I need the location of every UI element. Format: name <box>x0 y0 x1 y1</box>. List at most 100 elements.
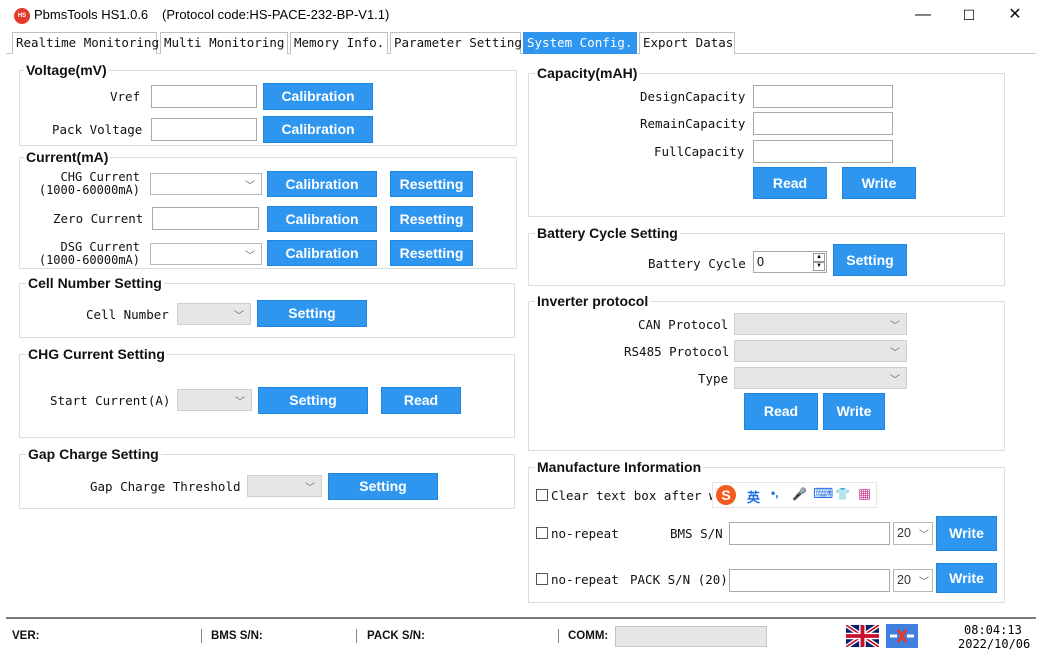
tab-memory-info[interactable]: Memory Info. <box>290 32 388 54</box>
dsg-current-label-line1: DSG Current <box>60 240 140 254</box>
bms-sn-write-button[interactable]: Write <box>936 516 997 551</box>
bms-sn-length-combo[interactable]: 20 ﹀ <box>893 522 933 545</box>
battery-cycle-label: Battery Cycle <box>648 256 746 271</box>
clear-textbox-label: Clear text box after wr <box>551 488 725 503</box>
bms-sn-length-value: 20 <box>897 526 911 540</box>
start-current-setting-button[interactable]: Setting <box>258 387 368 414</box>
capacity-read-button[interactable]: Read <box>753 167 827 199</box>
status-bms-sn: BMS S/N: <box>211 630 263 642</box>
tab-parameter-setting[interactable]: Parameter Setting <box>390 32 522 54</box>
pack-voltage-label: Pack Voltage <box>52 122 143 137</box>
pack-voltage-calibration-button[interactable]: Calibration <box>263 116 373 143</box>
minimize-button[interactable]: — <box>915 6 931 23</box>
status-time: 08:04:13 <box>964 623 1022 637</box>
start-current-combo[interactable]: ﹀ <box>177 389 252 411</box>
status-ver: VER: <box>12 630 40 642</box>
uk-flag-icon[interactable] <box>846 625 879 647</box>
bms-sn-input[interactable] <box>729 522 890 545</box>
chg-current-label-line2: (1000-60000mA) <box>38 183 140 197</box>
pack-sn-write-button[interactable]: Write <box>936 563 997 593</box>
app-logo-icon: HS <box>14 8 30 24</box>
tab-multi-monitoring[interactable]: Multi Monitoring <box>160 32 288 54</box>
zero-resetting-button[interactable]: Resetting <box>390 206 473 232</box>
close-button[interactable]: ✕ <box>1008 6 1022 23</box>
disconnect-icon[interactable] <box>886 624 918 648</box>
ime-punctuation-icon[interactable]: •, <box>771 486 779 500</box>
maximize-button[interactable]: ☐ <box>962 7 976 23</box>
apps-icon[interactable]: ▦ <box>858 486 872 502</box>
voltage-title: Voltage(mV) <box>24 62 109 78</box>
skin-icon[interactable]: 👕 <box>835 487 850 501</box>
dsg-current-label-line2: (1000-60000mA) <box>38 253 140 267</box>
cell-number-setting-button[interactable]: Setting <box>257 300 367 327</box>
start-current-read-button[interactable]: Read <box>381 387 461 414</box>
ime-toolbar[interactable]: S 英 •, 🎤 ⌨ 👕 ▦ <box>712 482 877 508</box>
full-capacity-label: FullCapacity <box>654 144 745 159</box>
no-repeat-bms-checkbox[interactable] <box>536 527 548 539</box>
pack-voltage-input[interactable] <box>151 118 257 141</box>
vref-input[interactable] <box>151 85 257 108</box>
chg-resetting-button[interactable]: Resetting <box>390 171 473 197</box>
chevron-down-icon: ﹀ <box>235 397 245 408</box>
pack-sn-input[interactable] <box>729 569 890 592</box>
design-capacity-input[interactable] <box>753 85 893 108</box>
chevron-down-icon: ﹀ <box>890 348 900 359</box>
spin-down-icon[interactable]: ▼ <box>813 262 825 271</box>
microphone-icon[interactable]: 🎤 <box>792 487 807 501</box>
battery-cycle-title: Battery Cycle Setting <box>535 225 680 241</box>
gap-charge-label: Gap Charge Threshold <box>90 479 241 494</box>
remain-capacity-input[interactable] <box>753 112 893 135</box>
chg-current-combo[interactable]: ﹀ <box>150 173 262 195</box>
no-repeat-pack-label: no-repeat <box>551 572 619 587</box>
no-repeat-bms-label: no-repeat <box>551 526 619 541</box>
type-combo[interactable]: ﹀ <box>734 367 907 389</box>
manufacture-title: Manufacture Information <box>535 459 704 475</box>
dsg-current-combo[interactable]: ﹀ <box>150 243 262 265</box>
current-title: Current(mA) <box>24 149 111 165</box>
battery-cycle-value: 0 <box>757 255 764 269</box>
spin-up-icon[interactable]: ▲ <box>813 253 825 262</box>
status-separator <box>558 629 559 643</box>
design-capacity-label: DesignCapacity <box>640 89 746 104</box>
pack-sn-length-combo[interactable]: 20 ﹀ <box>893 569 933 592</box>
status-comm: COMM: <box>568 630 609 642</box>
chevron-down-icon: ﹀ <box>890 321 900 332</box>
status-bar <box>6 617 1036 657</box>
inverter-read-button[interactable]: Read <box>744 393 818 430</box>
chevron-down-icon: ﹀ <box>245 181 255 192</box>
chevron-down-icon: ﹀ <box>890 375 900 386</box>
cell-number-combo[interactable]: ﹀ <box>177 303 251 325</box>
status-pack-sn: PACK S/N: <box>367 630 425 642</box>
clear-textbox-checkbox[interactable] <box>536 489 548 501</box>
keyboard-icon[interactable]: ⌨ <box>813 486 834 502</box>
full-capacity-input[interactable] <box>753 140 893 163</box>
tab-export-datas[interactable]: Export Datas <box>639 32 735 54</box>
can-protocol-combo[interactable]: ﹀ <box>734 313 907 335</box>
inverter-write-button[interactable]: Write <box>823 393 885 430</box>
sogou-logo-icon[interactable]: S <box>716 485 736 505</box>
tab-system-config[interactable]: System Config. <box>523 32 637 54</box>
vref-calibration-button[interactable]: Calibration <box>263 83 373 110</box>
no-repeat-pack-checkbox[interactable] <box>536 573 548 585</box>
dsg-resetting-button[interactable]: Resetting <box>390 240 473 266</box>
comm-port-field[interactable] <box>615 626 767 647</box>
zero-current-input[interactable] <box>152 207 259 230</box>
gap-charge-combo[interactable]: ﹀ <box>247 475 322 497</box>
zero-calibration-button[interactable]: Calibration <box>267 206 377 232</box>
dsg-calibration-button[interactable]: Calibration <box>267 240 377 266</box>
battery-cycle-setting-button[interactable]: Setting <box>833 244 907 276</box>
chg-current-setting-title: CHG Current Setting <box>26 346 167 362</box>
battery-cycle-spinner[interactable]: 0 ▲ ▼ <box>753 251 827 273</box>
rs485-protocol-combo[interactable]: ﹀ <box>734 340 907 362</box>
dsg-current-label: DSG Current (1000-60000mA) <box>36 241 140 267</box>
chevron-down-icon: ﹀ <box>305 483 315 494</box>
app-title: PbmsTools HS1.0.6 <box>34 7 149 22</box>
status-separator <box>356 629 357 643</box>
ime-language-icon[interactable]: 英 <box>747 491 761 506</box>
tab-realtime-monitoring[interactable]: Realtime Monitoring <box>12 32 159 54</box>
capacity-write-button[interactable]: Write <box>842 167 916 199</box>
chevron-down-icon: ﹀ <box>919 530 929 541</box>
can-protocol-label: CAN Protocol <box>638 317 729 332</box>
gap-charge-setting-button[interactable]: Setting <box>328 473 438 500</box>
chg-calibration-button[interactable]: Calibration <box>267 171 377 197</box>
